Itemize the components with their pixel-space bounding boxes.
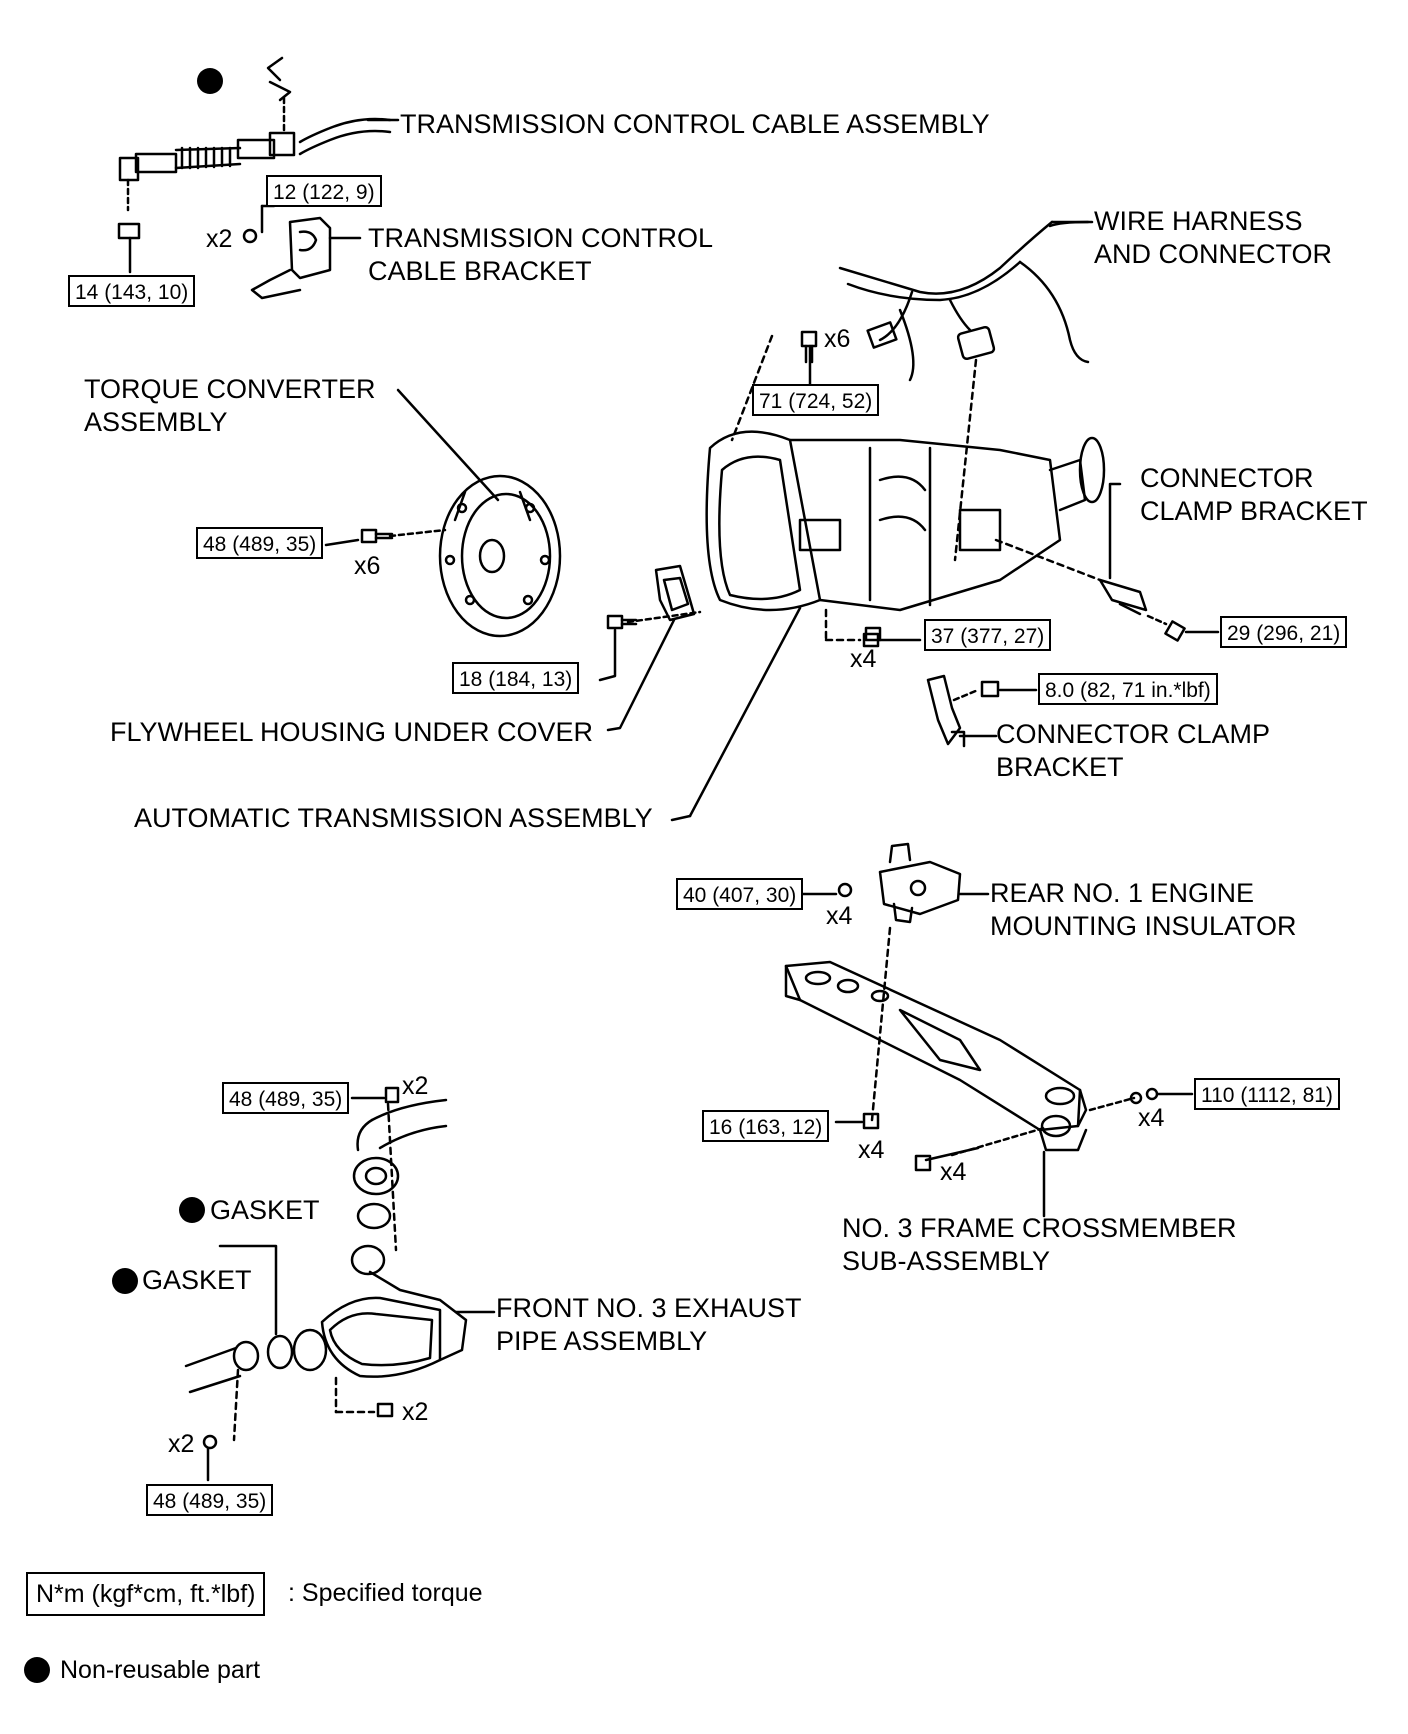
transmission-control-cable — [117, 56, 400, 274]
non-reusable-marker-clip — [197, 68, 223, 94]
label-line: AND CONNECTOR — [1094, 239, 1333, 269]
qty-bolt-37: x4 — [850, 645, 877, 673]
flywheel-housing-under-cover — [598, 564, 702, 732]
label-gasket-upper: GASKET — [210, 1195, 320, 1225]
label-line: BRACKET — [996, 752, 1124, 782]
label-line: FRONT NO. 3 EXHAUST — [496, 1293, 802, 1323]
qty-crossmember-long-bolts: x4 — [940, 1158, 967, 1186]
torque-clamp-bracket-lower: 8.0 (82, 71 in.*lbf) — [1038, 673, 1218, 705]
frame-crossmember — [784, 960, 1194, 1218]
torque-exhaust-upper-nuts: 48 (489, 35) — [222, 1082, 350, 1114]
label-connector-clamp-bracket-upper: CONNECTOR CLAMP BRACKET — [1140, 462, 1368, 528]
label-torque-converter-assembly: TORQUE CONVERTER ASSEMBLY — [84, 373, 376, 439]
torque-clamp-bracket-upper: 29 (296, 21) — [1220, 616, 1348, 648]
label-line: CABLE BRACKET — [368, 256, 592, 286]
label-automatic-transmission-assembly: AUTOMATIC TRANSMISSION ASSEMBLY — [134, 803, 653, 833]
qty-exhaust-mid-nuts: x2 — [402, 1398, 429, 1426]
torque-cable-nut: 14 (143, 10) — [68, 275, 196, 307]
label-no3-frame-crossmember: NO. 3 FRAME CROSSMEMBER SUB-ASSEMBLY — [842, 1212, 1237, 1278]
qty-insulator-lower-bolt: x4 — [858, 1136, 885, 1164]
automatic-transmission — [670, 330, 1106, 822]
label-line: SUB-ASSEMBLY — [842, 1246, 1051, 1276]
label-rear-no1-engine-mounting-insulator: REAR NO. 1 ENGINE MOUNTING INSULATOR — [990, 877, 1297, 943]
torque-crossmember-bolt-37: 37 (377, 27) — [924, 619, 1052, 651]
qty-converter-bolts: x6 — [354, 552, 381, 580]
label-line: REAR NO. 1 ENGINE — [990, 878, 1255, 908]
qty-exhaust-lower-nuts: x2 — [168, 1430, 195, 1458]
qty-exhaust-upper-nuts: x2 — [402, 1072, 429, 1100]
torque-cable-bracket: 12 (122, 9) — [266, 175, 382, 207]
non-reusable-marker-gasket-lower — [112, 1268, 138, 1294]
torque-transmission-bolts: 71 (724, 52) — [752, 384, 880, 416]
label-line: WIRE HARNESS — [1094, 206, 1303, 236]
bolt-37 — [864, 626, 882, 642]
label-line: MOUNTING INSULATOR — [990, 911, 1297, 941]
torque-crossmember-side-bolts: 110 (1112, 81) — [1194, 1078, 1340, 1110]
label-flywheel-housing-under-cover: FLYWHEEL HOUSING UNDER COVER — [110, 717, 594, 747]
label-wire-harness-and-connector: WIRE HARNESS AND CONNECTOR — [1094, 205, 1332, 271]
torque-converter — [324, 388, 562, 638]
label-line: TORQUE CONVERTER — [84, 374, 376, 404]
connector-clamp-bracket-upper — [1098, 482, 1220, 642]
legend-torque-unit-box: N*m (kgf*cm, ft.*lbf) — [26, 1572, 266, 1616]
label-line: ASSEMBLY — [84, 407, 228, 437]
label-transmission-control-cable-assembly: TRANSMISSION CONTROL CABLE ASSEMBLY — [400, 109, 990, 139]
legend-non-reusable-description: Non-reusable part — [60, 1656, 261, 1684]
label-line: CONNECTOR CLAMP — [996, 719, 1271, 749]
connector-clamp-bracket-lower — [926, 674, 1038, 748]
transmission-control-cable-bracket — [242, 204, 362, 300]
label-front-no3-exhaust-pipe-assembly: FRONT NO. 3 EXHAUST PIPE ASSEMBLY — [496, 1292, 802, 1358]
qty-crossmember-side-nuts: x4 — [1138, 1104, 1165, 1132]
exhaust-pipe — [184, 1086, 496, 1482]
torque-insulator-nuts: 40 (407, 30) — [676, 878, 804, 910]
torque-flywheel-cover: 18 (184, 13) — [452, 662, 580, 694]
label-line: CLAMP BRACKET — [1140, 496, 1368, 526]
non-reusable-marker-gasket-upper — [179, 1197, 205, 1223]
qty-cable-bracket: x2 — [206, 225, 233, 253]
torque-converter-bolts: 48 (489, 35) — [196, 527, 324, 559]
wire-harness — [838, 220, 1090, 562]
label-line: CONNECTOR — [1140, 463, 1314, 493]
torque-insulator-lower-bolt: 16 (163, 12) — [702, 1110, 830, 1142]
legend-torque-description: : Specified torque — [288, 1579, 483, 1607]
qty-insulator-nuts: x4 — [826, 902, 853, 930]
qty-transmission-bolts: x6 — [824, 325, 851, 353]
label-connector-clamp-bracket-lower: CONNECTOR CLAMP BRACKET — [996, 718, 1270, 784]
legend-non-reusable-dot — [24, 1657, 50, 1683]
label-transmission-control-cable-bracket: TRANSMISSION CONTROL CABLE BRACKET — [368, 222, 713, 288]
engine-mounting-insulator — [798, 842, 990, 1122]
label-line: PIPE ASSEMBLY — [496, 1326, 708, 1356]
label-line: TRANSMISSION CONTROL — [368, 223, 714, 253]
label-line: NO. 3 FRAME CROSSMEMBER — [842, 1213, 1237, 1243]
torque-exhaust-lower-nuts: 48 (489, 35) — [146, 1484, 274, 1516]
label-gasket-lower: GASKET — [142, 1265, 252, 1295]
